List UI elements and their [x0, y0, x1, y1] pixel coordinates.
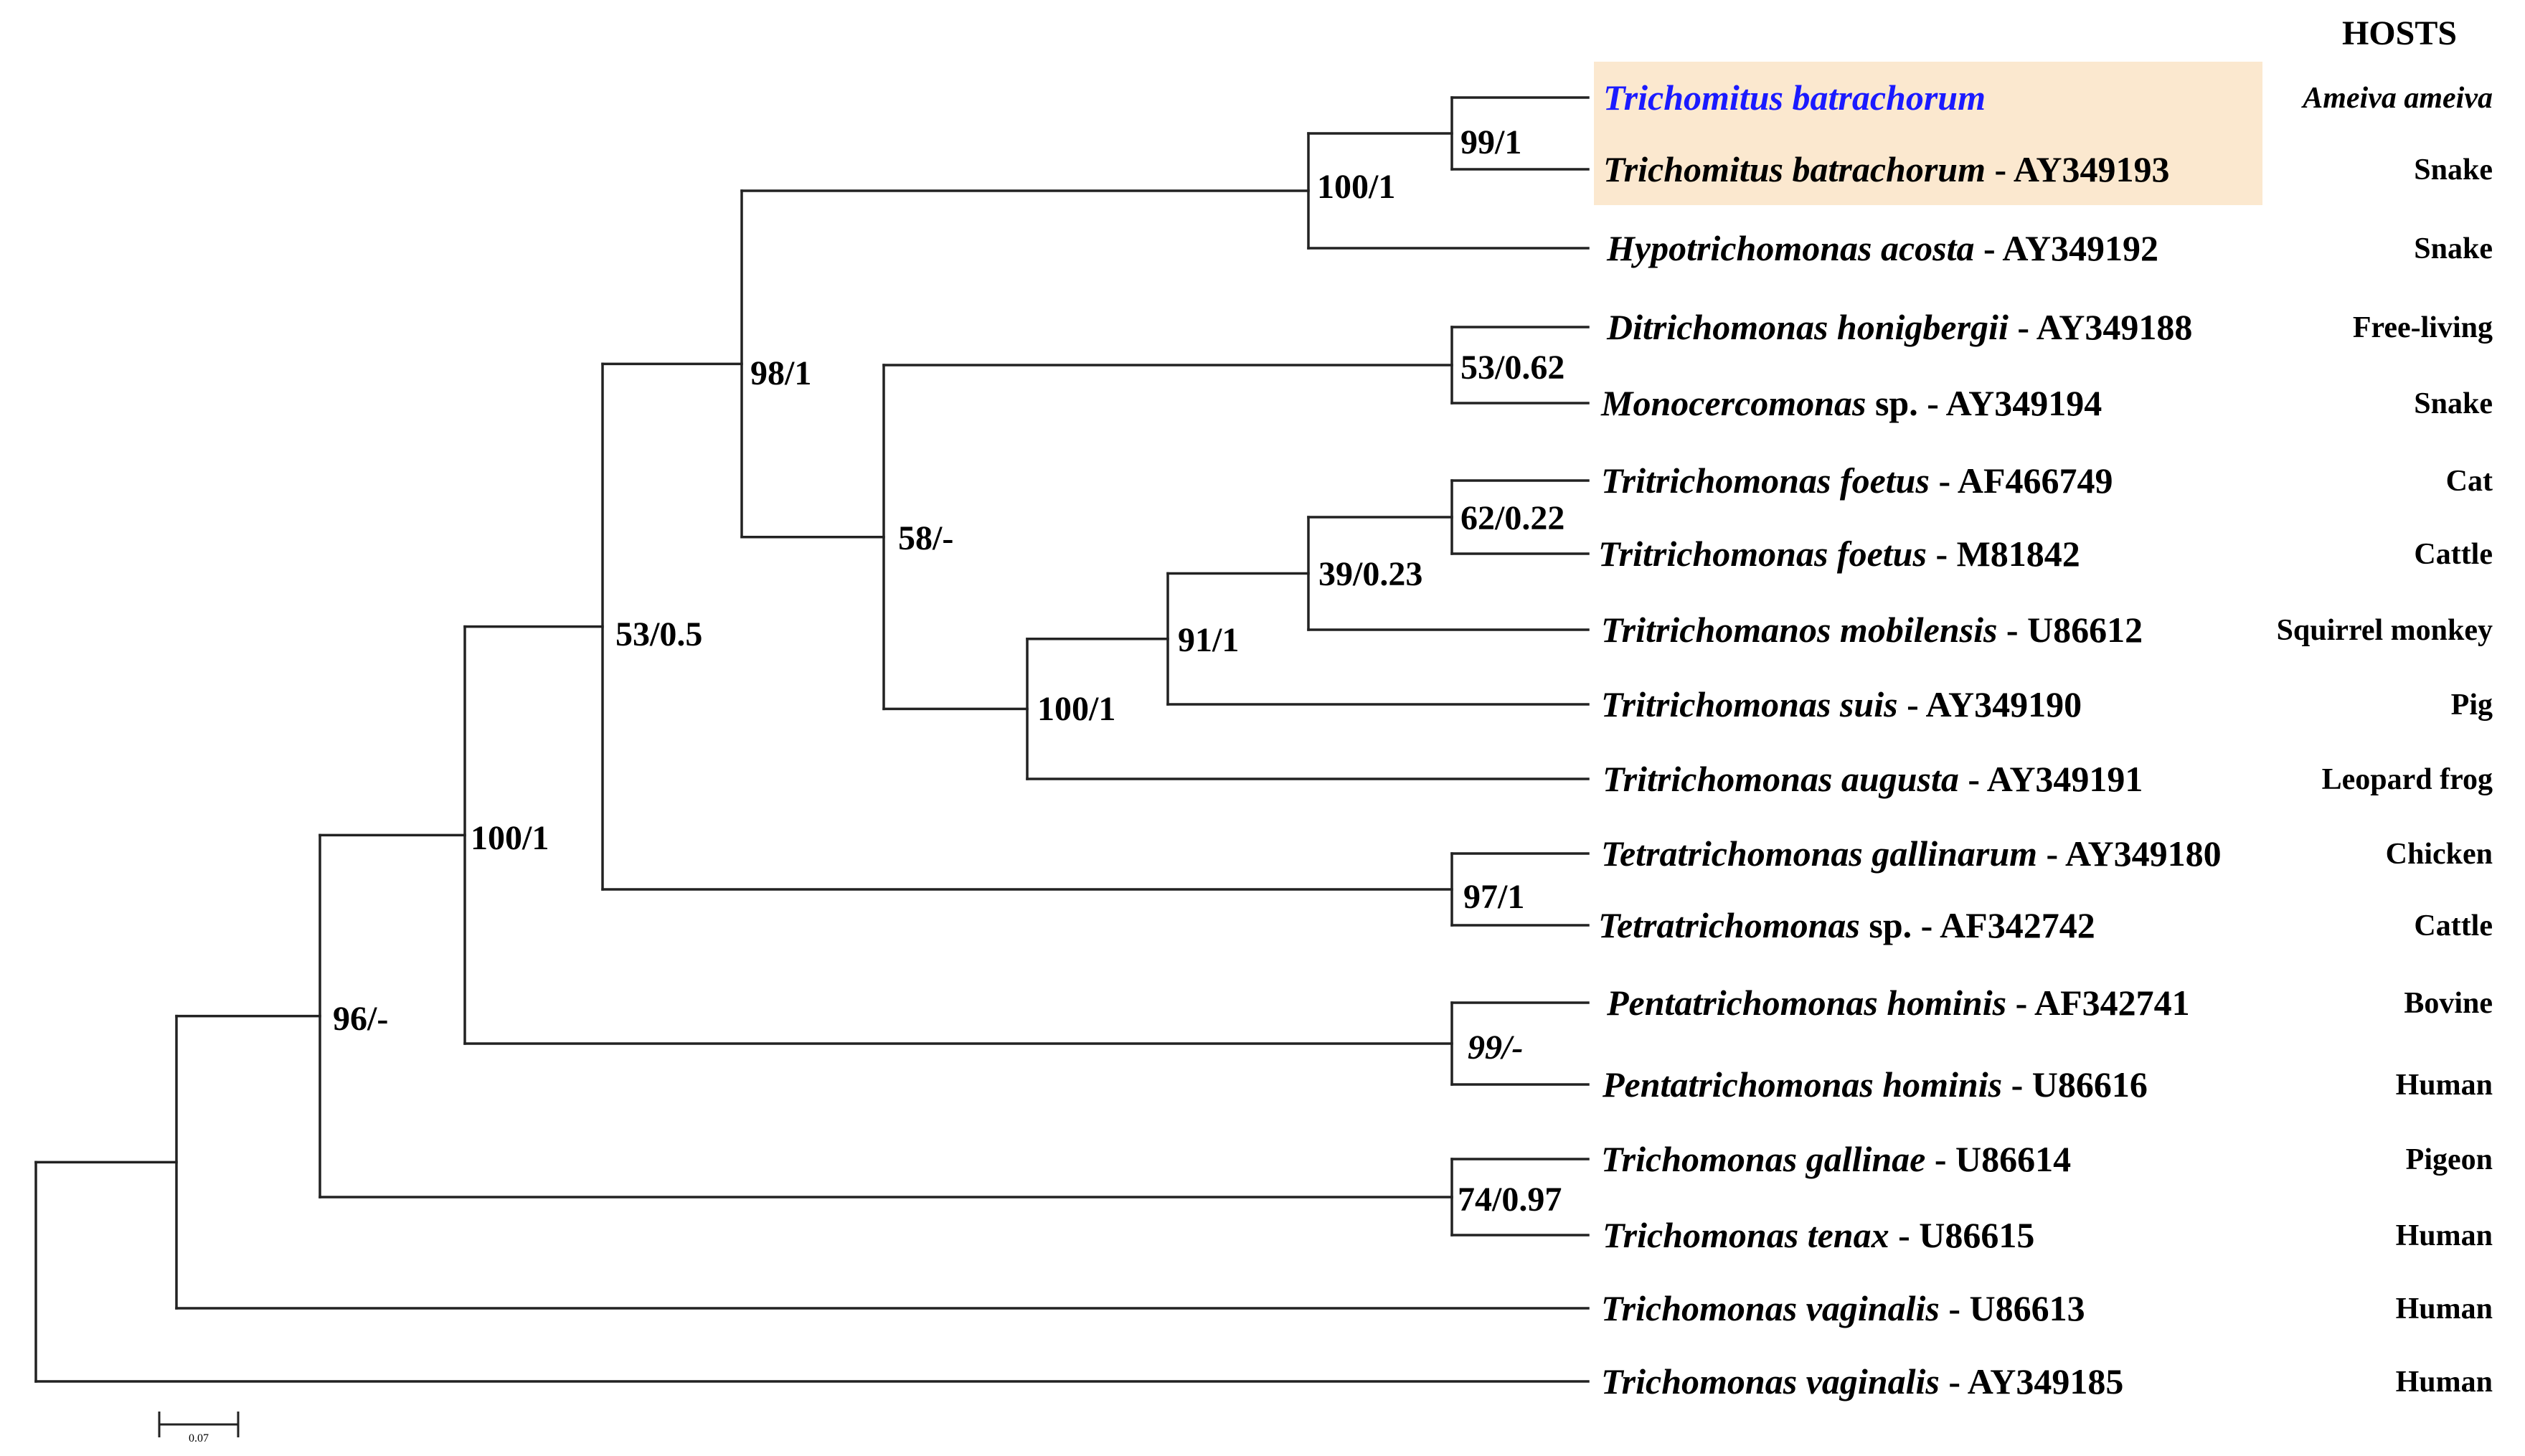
support-value-n_pen: 99/-	[1468, 1029, 1523, 1067]
host-label: Human	[2396, 1292, 2493, 1325]
taxon-accession: - AF466749	[1930, 460, 2113, 501]
support-value-n_tbh: 100/1	[1317, 168, 1395, 206]
taxon-accession: - U86616	[2002, 1064, 2148, 1105]
taxon-species-name: Tetratrichomonas	[1598, 905, 1860, 945]
taxon-species-name: Trichomonas vaginalis	[1601, 1361, 1940, 1401]
support-value-n_tet: 97/1	[1463, 878, 1524, 916]
taxon-species-name: Tetratrichomonas gallinarum	[1601, 833, 2037, 874]
taxon-species-name: Trichomonas gallinae	[1601, 1139, 1925, 1179]
taxon-accession: - AY349185	[1940, 1361, 2124, 1401]
taxon-label: Trichomonas tenax - U86615	[1603, 1215, 2034, 1255]
tree-branches	[34, 96, 1590, 1383]
host-label: Squirrel monkey	[2277, 614, 2493, 647]
taxon-accession: sp. - AY349194	[1866, 383, 2102, 423]
support-value-n_ABC: 53/0.5	[615, 615, 702, 653]
taxon-accession: - U86614	[1925, 1139, 2071, 1179]
scale-bar: 0.07	[158, 1412, 240, 1445]
taxon-accession: - M81842	[1927, 534, 2080, 574]
support-value-n_AB: 98/1	[750, 354, 811, 392]
taxon-species-name: Tritrichomonas foetus	[1601, 460, 1930, 501]
taxon-label: Hypotrichomonas acosta - AY349192	[1606, 228, 2158, 268]
taxon-label: Ditrichomonas honigbergii - AY349188	[1606, 307, 2192, 347]
host-label: Cattle	[2414, 909, 2493, 942]
taxon-species-name: Tritrichomanos mobilensis	[1601, 610, 1997, 650]
taxon-species-name: Pentatrichomonas hominis	[1606, 983, 2006, 1023]
taxon-species-name: Tritrichomonas foetus	[1598, 534, 1927, 574]
host-label: Pigeon	[2406, 1143, 2493, 1176]
support-value-n_tri: 100/1	[1037, 690, 1115, 728]
taxon-label: Tetratrichomonas sp. - AF342742	[1598, 905, 2095, 945]
taxon-accession: - U86612	[1997, 610, 2143, 650]
taxon-label: Trichomitus batrachorum - AY349193	[1603, 149, 2170, 189]
taxon-species-name: Trichomonas vaginalis	[1601, 1288, 1940, 1328]
host-label: Human	[2396, 1366, 2493, 1399]
host-label: Snake	[2414, 153, 2493, 186]
taxon-species-name: Trichomitus batrachorum	[1603, 149, 1986, 189]
taxon-accession: sp. - AF342742	[1860, 905, 2095, 945]
taxon-label: Trichomonas gallinae - U86614	[1601, 1139, 2071, 1179]
taxon-species-name: Tritrichomonas augusta	[1603, 759, 1959, 799]
host-label: Cattle	[2414, 538, 2493, 571]
highlight-box	[1594, 62, 2262, 205]
host-label: Leopard frog	[2322, 763, 2493, 796]
taxon-accession: - AY349191	[1959, 759, 2143, 799]
taxon-label: Tritrichomanos mobilensis - U86612	[1601, 610, 2143, 650]
support-value-n_tri2: 74/0.97	[1458, 1181, 1562, 1219]
host-label: Snake	[2414, 387, 2493, 420]
host-label: Free-living	[2353, 311, 2493, 344]
host-label: Pig	[2451, 689, 2493, 722]
taxon-accession: - AY349190	[1898, 684, 2082, 724]
taxon-label: Tritrichomonas augusta - AY349191	[1603, 759, 2143, 799]
host-label: Cat	[2446, 465, 2493, 498]
taxon-accession: - AY349192	[1975, 228, 2159, 268]
taxon-species-name: Pentatrichomonas hominis	[1602, 1064, 2002, 1105]
support-value-n_tfm: 39/0.23	[1318, 555, 1422, 593]
taxon-accession: - AY349188	[2009, 307, 2193, 347]
taxon-label: Tritrichomonas suis - AY349190	[1601, 684, 2082, 724]
taxon-label: Trichomonas vaginalis - U86613	[1601, 1288, 2085, 1328]
host-label: Snake	[2414, 232, 2493, 265]
taxon-label: Trichomonas vaginalis - AY349185	[1601, 1361, 2123, 1401]
taxon-label: Tritrichomonas foetus - M81842	[1598, 534, 2080, 574]
taxon-accession: - U86613	[1940, 1288, 2085, 1328]
host-label: Bovine	[2404, 987, 2493, 1020]
support-value-n_dm: 53/0.62	[1460, 349, 1564, 387]
scale-bar-label: 0.07	[189, 1432, 209, 1445]
taxon-label: Pentatrichomonas hominis - AF342741	[1606, 983, 2190, 1023]
support-value-n_tfms: 91/1	[1178, 621, 1239, 659]
taxon-accession: - AY349193	[1986, 149, 2170, 189]
taxon-label: Monocercomonas sp. - AY349194	[1600, 383, 2102, 423]
taxon-species-name: Tritrichomonas suis	[1601, 684, 1898, 724]
taxon-species-name: Monocercomonas	[1600, 383, 1866, 423]
host-label: Human	[2396, 1069, 2493, 1102]
support-value-n_ABCD: 100/1	[471, 819, 549, 857]
taxon-label: Trichomitus batrachorum	[1603, 77, 1986, 118]
hosts-header: HOSTS	[2342, 14, 2457, 52]
host-label: Human	[2396, 1219, 2493, 1252]
taxon-accession: - AF342741	[2006, 983, 2190, 1023]
taxon-label: Pentatrichomonas hominis - U86616	[1602, 1064, 2148, 1105]
taxon-accession: - U86615	[1889, 1215, 2035, 1255]
taxon-species-name: Hypotrichomonas acosta	[1606, 228, 1975, 268]
host-label: Ameiva ameiva	[2300, 82, 2493, 115]
host-labels: HOSTS Ameiva ameivaSnakeSnakeFree-living…	[2277, 14, 2493, 1399]
support-values: 99/1 100/1 53/0.62 62/0.22 39/0.23 91/1 100/1 5…	[333, 123, 1564, 1219]
taxon-label: Tritrichomonas foetus - AF466749	[1601, 460, 2113, 501]
taxon-accession: - AY349180	[2037, 833, 2222, 874]
taxon-species-name: Trichomonas tenax	[1603, 1215, 1889, 1255]
taxon-species-name: Ditrichomonas honigbergii	[1606, 307, 2009, 347]
taxon-species-name: Trichomitus batrachorum	[1603, 77, 1986, 118]
support-value-n_grpB: 58/-	[898, 519, 953, 557]
support-value-n_tb: 99/1	[1460, 123, 1521, 161]
support-value-n_big: 96/-	[333, 1000, 388, 1038]
host-label: Chicken	[2386, 838, 2493, 871]
taxon-label: Tetratrichomonas gallinarum - AY349180	[1601, 833, 2222, 874]
support-value-n_tf: 62/0.22	[1460, 499, 1564, 537]
